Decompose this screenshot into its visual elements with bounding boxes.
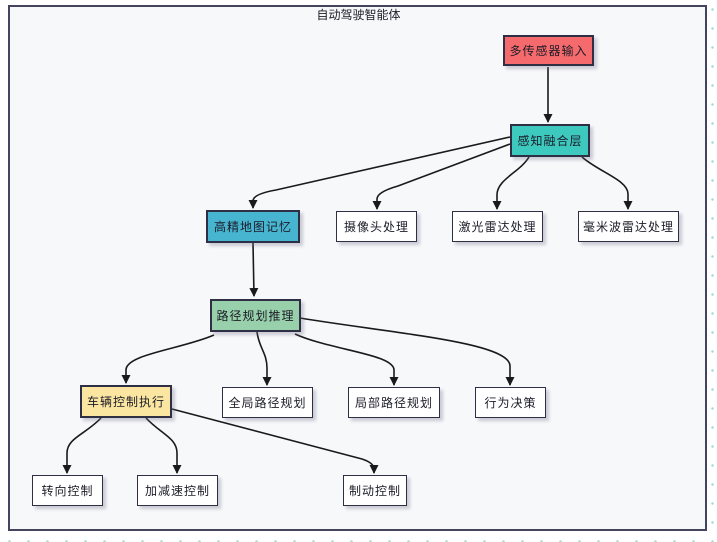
node-multi-sensor-input: 多传感器输入: [503, 35, 594, 66]
node-label: 转向控制: [41, 484, 94, 498]
node-label: 毫米波雷达处理: [582, 220, 674, 234]
node-label: 激光雷达处理: [458, 220, 537, 234]
node-brake-control: 制动控制: [343, 475, 407, 506]
node-label: 制动控制: [348, 484, 401, 498]
node-vehicle-control-exec: 车辆控制执行: [80, 385, 172, 418]
node-accel-decel-control: 加减速控制: [137, 475, 218, 506]
node-behavior-decision: 行为决策: [475, 387, 546, 418]
node-mmwave-radar-processing: 毫米波雷达处理: [578, 211, 679, 242]
node-label: 多传感器输入: [509, 44, 588, 58]
node-label: 高精地图记忆: [213, 220, 292, 234]
node-label: 车辆控制执行: [86, 395, 165, 409]
node-perception-fusion: 感知融合层: [510, 124, 590, 157]
node-local-path-planning: 局部路径规划: [348, 387, 440, 418]
node-camera-processing: 摄像头处理: [336, 211, 417, 242]
node-label: 行为决策: [484, 396, 537, 410]
diagram-frame: [8, 5, 707, 531]
diagram-title: 自动驾驶智能体: [316, 8, 401, 22]
node-steering-control: 转向控制: [32, 475, 103, 506]
node-global-path-planning: 全局路径规划: [222, 387, 313, 418]
node-label: 全局路径规划: [228, 396, 307, 410]
node-label: 局部路径规划: [354, 396, 433, 410]
node-lidar-processing: 激光雷达处理: [452, 211, 543, 242]
node-label: 摄像头处理: [343, 220, 409, 234]
node-label: 加减速控制: [144, 484, 210, 498]
node-label: 路径规划推理: [216, 309, 295, 323]
node-path-planning-reasoning: 路径规划推理: [210, 299, 301, 332]
node-label: 感知融合层: [517, 134, 583, 148]
node-hd-map-memory: 高精地图记忆: [206, 210, 300, 243]
